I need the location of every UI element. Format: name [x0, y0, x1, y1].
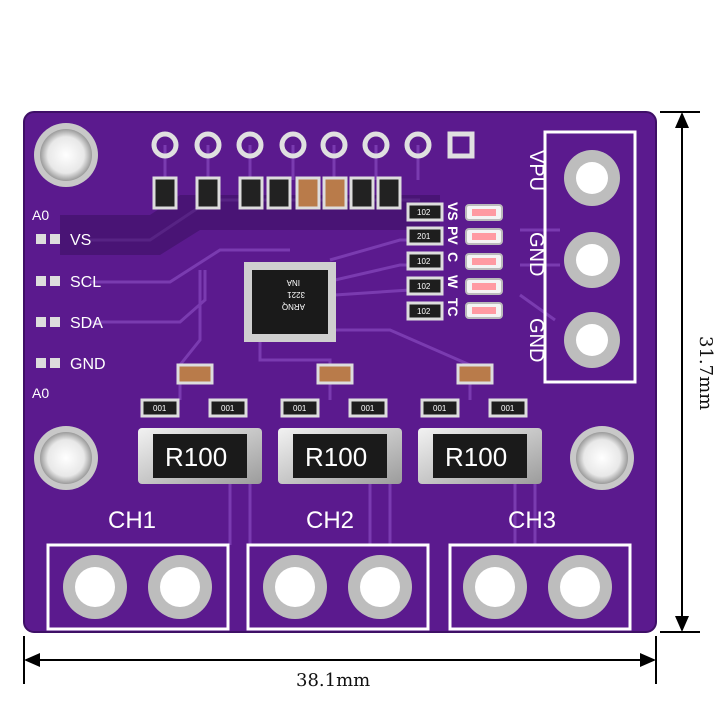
channel-small-resistors: [140, 398, 528, 418]
label-gnd-1: GND: [525, 232, 547, 276]
chip-text-2: 3221: [287, 290, 305, 299]
label-sda: SDA: [70, 315, 103, 332]
top-header-pads: [151, 131, 475, 159]
led-label-pv: PV: [445, 226, 461, 245]
dimension-arrows: [24, 112, 689, 667]
channel-label-ch3: CH3: [508, 507, 556, 534]
jumper-pads: [36, 234, 60, 368]
res-code-5: 001: [433, 404, 447, 413]
smd-row: [152, 176, 402, 210]
led-label-c: C: [445, 252, 461, 262]
label-vs: VS: [70, 232, 91, 249]
led-resistors: [406, 202, 444, 321]
smd-code-5: 102: [417, 307, 431, 316]
led-label-vs: VS: [445, 202, 461, 221]
smd-code-1: 102: [417, 208, 431, 217]
dimension-lines: [23, 111, 700, 684]
res-code-2: 001: [221, 404, 235, 413]
right-header-outline: [543, 130, 637, 384]
channel-label-ch1: CH1: [108, 507, 156, 534]
chip-text-1: INA: [286, 278, 300, 287]
ina3221-chip: [244, 262, 336, 342]
res-code-4: 001: [361, 404, 375, 413]
mounting-holes: [34, 123, 634, 490]
shunt-label-ch2: R100: [305, 442, 367, 472]
res-code-1: 001: [153, 404, 167, 413]
smd-code-4: 102: [417, 282, 431, 291]
led-label-w: W: [445, 275, 461, 289]
smd-code-3: 102: [417, 257, 431, 266]
label-vpu: VPU: [525, 150, 547, 191]
label-a0-top: A0: [32, 207, 49, 223]
label-gnd-2: GND: [525, 318, 547, 362]
res-code-6: 001: [501, 404, 515, 413]
channel-label-ch2: CH2: [306, 507, 354, 534]
label-a0-bottom: A0: [32, 385, 49, 401]
width-dimension: 38.1mm: [296, 670, 370, 691]
height-dimension: 31.7mm: [695, 336, 716, 410]
led-label-tc: TC: [445, 298, 461, 317]
channel-terminals: [46, 543, 632, 631]
shunt-label-ch3: R100: [445, 442, 507, 472]
smd-code-2: 201: [417, 232, 431, 241]
right-header-pads: [564, 150, 620, 368]
channel-capacitors: [176, 363, 494, 385]
label-gnd: GND: [70, 356, 106, 373]
shunt-label-ch1: R100: [165, 442, 227, 472]
status-leds: [465, 204, 503, 319]
label-scl: SCL: [70, 274, 101, 291]
res-code-3: 001: [293, 404, 307, 413]
shunt-resistors: [138, 428, 542, 484]
chip-text-3: ARNQ: [282, 302, 305, 311]
